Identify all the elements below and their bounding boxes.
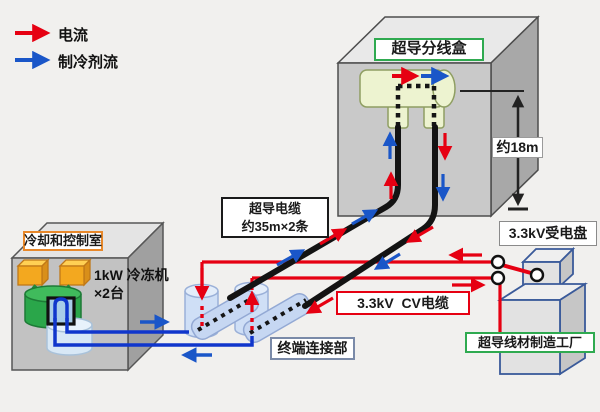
sc-cable-label: 超导电缆 约35m×2条: [221, 197, 329, 238]
tank-conductor-dashes: [395, 83, 437, 126]
refrigerator-unit-2: [58, 258, 92, 287]
cold-head-box: [46, 296, 76, 326]
refrigerant-direction-arrows: [140, 314, 212, 363]
factory-label: 超导线材制造工厂: [465, 332, 595, 353]
control-room-label: 冷却和控制室: [23, 231, 103, 251]
legend-refrigerant-label: 制冷剂流: [58, 54, 119, 71]
legend-arrows: [15, 23, 51, 70]
cable2-flow-arrows: [305, 133, 453, 314]
sc-cable-label-line1: 超导电缆: [248, 200, 301, 216]
superconducting-cable-2: [302, 124, 438, 309]
disconnect-switch: [490, 254, 545, 286]
factory-large-box-3d: [496, 282, 589, 376]
cv-cable-label: 3.3kV CV电缆: [336, 291, 470, 315]
refrigerator-label-line1: 1kW 冷冻机: [94, 267, 169, 283]
refrigerator-unit-1: [16, 258, 50, 287]
receiving-panel-label: 3.3kV受电盘: [499, 221, 597, 246]
height-label: 约18m: [492, 137, 543, 158]
cold-head-u-pipe: [53, 297, 69, 321]
refrigerator-label-line2: ×2台: [94, 285, 124, 301]
refrigerant-pipes: [53, 297, 254, 347]
factory-small-box-3d: [520, 246, 576, 289]
cable1-flow-arrows: [276, 131, 399, 267]
sc-cable-label-line2: 约35m×2条: [241, 218, 309, 234]
junction-box-label: 超导分线盒: [374, 38, 484, 61]
legend-current-label: 电流: [58, 27, 89, 44]
cv-current-direction-arrows: [448, 247, 486, 293]
terminal-label: 终端连接部: [270, 337, 355, 360]
